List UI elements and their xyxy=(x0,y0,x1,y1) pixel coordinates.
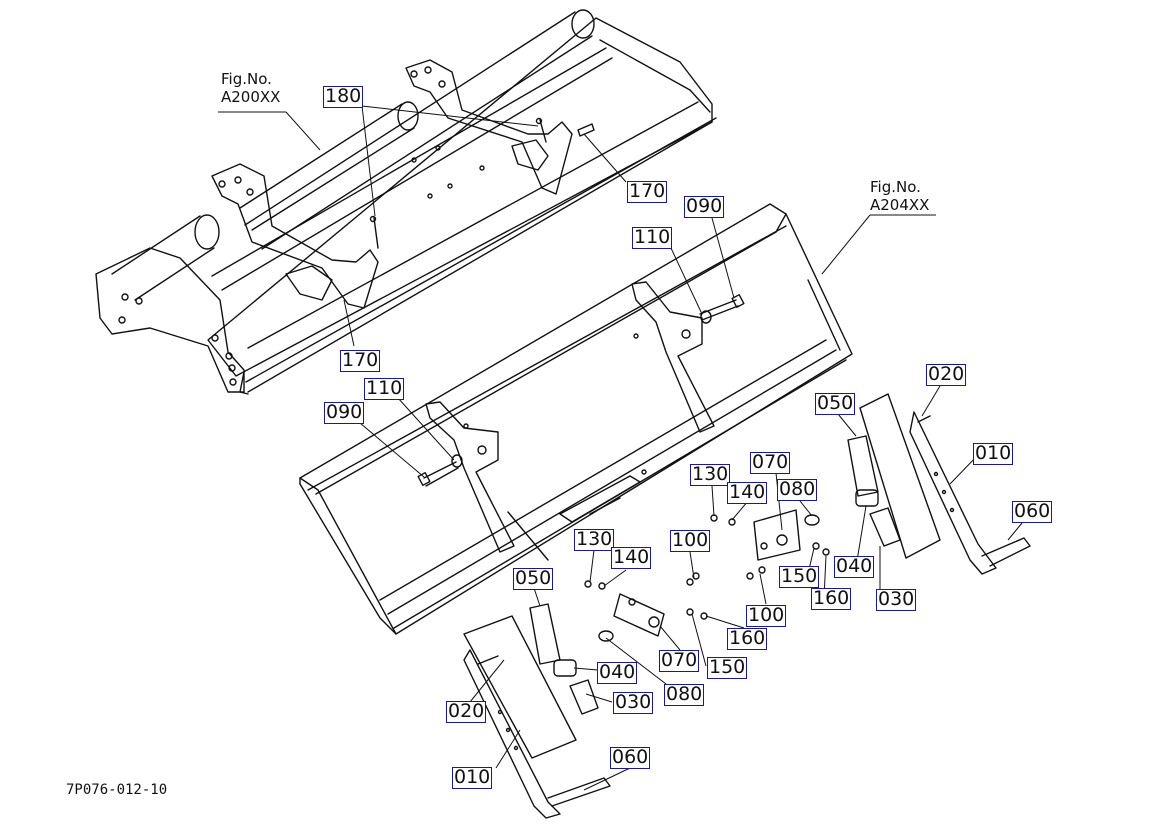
part-label-050-right[interactable]: 050 xyxy=(815,392,856,415)
bucket-assembly xyxy=(299,203,853,635)
drawing-code: 7P076-012-10 xyxy=(66,782,168,798)
part-label-130-left[interactable]: 130 xyxy=(574,528,615,551)
part-label-060-left[interactable]: 060 xyxy=(610,746,651,769)
tooth-assembly-left xyxy=(463,572,708,819)
part-label-140-left[interactable]: 140 xyxy=(611,546,652,569)
part-label-170-upper[interactable]: 170 xyxy=(627,180,668,203)
part-label-020-left[interactable]: 020 xyxy=(446,700,487,723)
part-label-080-left[interactable]: 080 xyxy=(664,683,705,706)
part-label-150-left[interactable]: 150 xyxy=(707,656,748,679)
part-label-110-left[interactable]: 110 xyxy=(364,377,405,400)
part-label-030-right[interactable]: 030 xyxy=(876,588,917,611)
fig-ref-a204-line1: Fig.No. xyxy=(870,178,921,196)
part-label-010-left[interactable]: 010 xyxy=(452,766,493,789)
part-label-180[interactable]: 180 xyxy=(323,85,364,108)
part-label-110-right[interactable]: 110 xyxy=(632,226,673,249)
part-label-040-right[interactable]: 040 xyxy=(834,555,875,578)
part-label-090-right[interactable]: 090 xyxy=(684,195,725,218)
part-label-050-left[interactable]: 050 xyxy=(513,567,554,590)
part-label-040-left[interactable]: 040 xyxy=(597,661,638,684)
fig-ref-a200[interactable]: Fig.No. A200XX xyxy=(221,70,280,106)
part-label-160-left[interactable]: 160 xyxy=(727,627,768,650)
part-label-100-upper[interactable]: 100 xyxy=(670,529,711,552)
part-label-100-lower[interactable]: 100 xyxy=(746,604,787,627)
part-label-070-right[interactable]: 070 xyxy=(750,451,791,474)
part-label-170-lower[interactable]: 170 xyxy=(340,349,381,372)
fig-ref-a204-line2: A204XX xyxy=(870,196,930,214)
part-label-060-right[interactable]: 060 xyxy=(1012,500,1053,523)
hitch-frame-assembly xyxy=(95,9,717,395)
tooth-assembly-right xyxy=(710,393,1031,580)
part-label-090-left[interactable]: 090 xyxy=(324,401,365,424)
part-label-030-left[interactable]: 030 xyxy=(613,691,654,714)
part-label-130-right[interactable]: 130 xyxy=(690,463,731,486)
part-label-140-right[interactable]: 140 xyxy=(727,481,768,504)
part-label-010-right[interactable]: 010 xyxy=(973,442,1014,465)
part-label-080-right[interactable]: 080 xyxy=(777,478,818,501)
fig-ref-a200-line1: Fig.No. xyxy=(221,70,272,88)
part-label-070-left[interactable]: 070 xyxy=(659,649,700,672)
fig-ref-a200-line2: A200XX xyxy=(221,88,281,106)
part-label-020-right[interactable]: 020 xyxy=(926,363,967,386)
fig-ref-a204[interactable]: Fig.No. A204XX xyxy=(870,178,929,214)
part-label-160-right[interactable]: 160 xyxy=(811,587,852,610)
part-label-150-right[interactable]: 150 xyxy=(779,565,820,588)
